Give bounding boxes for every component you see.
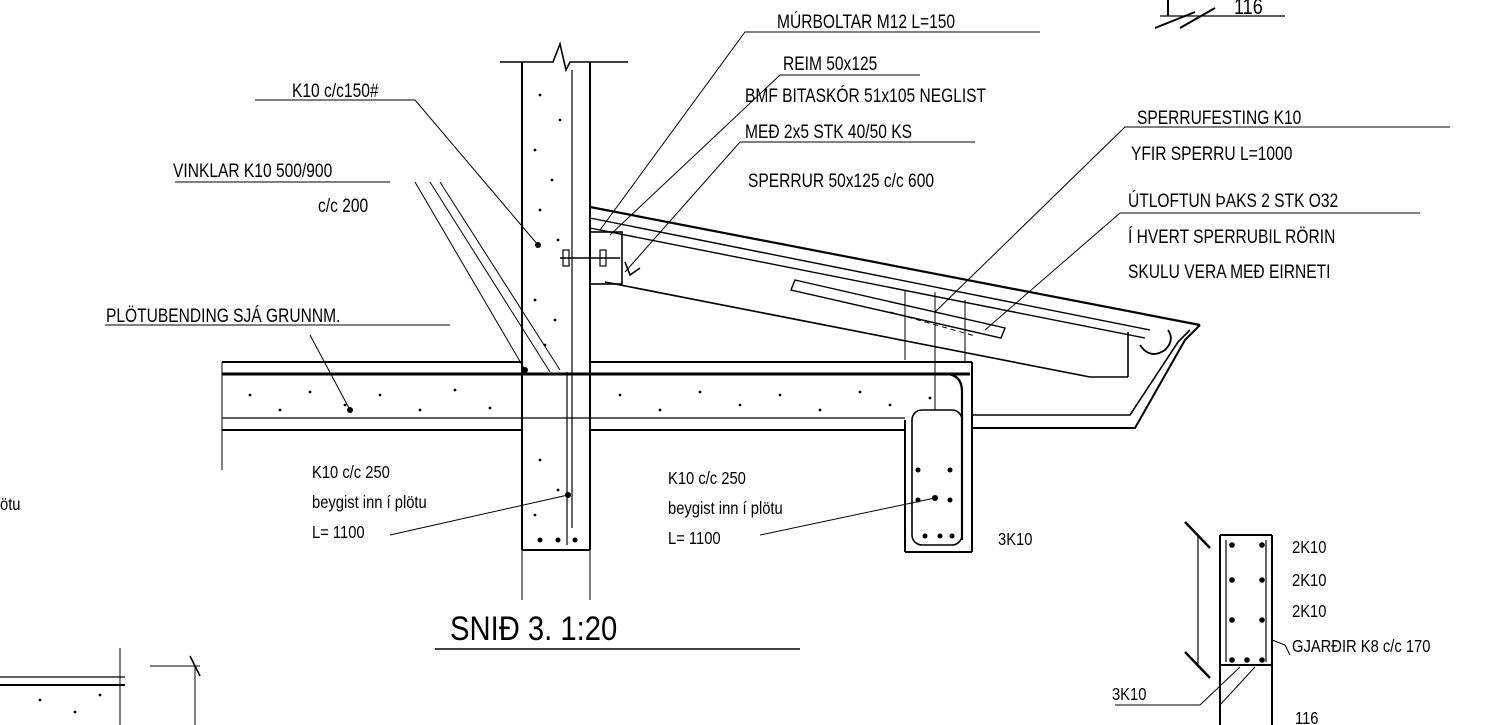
label-sperrur: SPERRUR 50x125 c/c 600: [748, 170, 934, 192]
edge-beam: [904, 362, 973, 553]
leader-lines: [105, 31, 1450, 536]
beam-section-bars: [1229, 542, 1265, 663]
label-k10-cc250-a2: beygist inn í plötu: [312, 493, 427, 513]
leader-dots: [347, 242, 938, 501]
label-k10-cc250-b3: L= 1100: [668, 529, 721, 549]
beam-cross-section: [1115, 521, 1291, 725]
label-med: MEÐ 2x5 STK 40/50 KS: [745, 121, 912, 143]
label-plotubending: PLÖTUBENDING SJÁ GRUNNM.: [106, 305, 340, 327]
label-vinklar-1: VINKLAR K10 500/900: [173, 160, 332, 182]
label-otu-fragment: ötu: [0, 495, 20, 515]
slab-fragment-bottom-left: [0, 648, 201, 725]
drawing-title: SNIÐ 3. 1:20: [450, 609, 617, 648]
label-sec-2k10-a: 2K10: [1292, 538, 1326, 558]
top-dim-label: 116: [1234, 0, 1263, 19]
label-dim-116-bottom: 116: [1295, 709, 1319, 725]
label-reim: REIM 50x125: [783, 53, 877, 75]
label-vinklar-2: c/c 200: [318, 195, 368, 217]
label-k10-cc250-a1: K10 c/c 250: [312, 463, 390, 483]
label-sec-3k10: 3K10: [1112, 685, 1146, 705]
label-murboltar: MÚRBOLTAR M12 L=150: [777, 11, 955, 33]
concrete-stipple: [248, 93, 955, 543]
label-bmf: BMF BITASKÓR 51x105 NEGLIST: [745, 85, 986, 107]
label-k10-cc150: K10 c/c150#: [292, 80, 379, 102]
roof-rafter: [560, 205, 1201, 429]
label-dim-180: 180: [0, 0, 37, 5]
label-sec-2k10-c: 2K10: [1292, 602, 1326, 622]
label-utloftun-3: SKULU VERA MEÐ EIRNETI: [1128, 261, 1330, 283]
concrete-slab: [221, 361, 972, 540]
label-sperrufesting-1: SPERRUFESTING K10: [1137, 107, 1301, 129]
slab-fragment-stipple: [38, 693, 102, 714]
label-utloftun-1: ÚTLOFTUN ÞAKS 2 STK O32: [1128, 190, 1338, 212]
label-sperrufesting-2: YFIR SPERRU L=1000: [1131, 143, 1292, 165]
top-dimension: [1154, 0, 1285, 29]
label-k10-cc250-a3: L= 1100: [312, 523, 365, 543]
concrete-wall: [500, 41, 628, 600]
label-beam-3k10: 3K10: [998, 530, 1032, 550]
label-utloftun-2: Í HVERT SPERRUBIL RÖRIN: [1128, 226, 1335, 248]
label-sec-2k10-b: 2K10: [1292, 571, 1326, 591]
label-k10-cc250-b2: beygist inn í plötu: [668, 499, 783, 519]
label-dim-345: 345: [0, 0, 37, 5]
label-gjardir: GJARÐIR K8 c/c 170: [1292, 637, 1430, 657]
label-k10-cc250-b1: K10 c/c 250: [668, 469, 746, 489]
